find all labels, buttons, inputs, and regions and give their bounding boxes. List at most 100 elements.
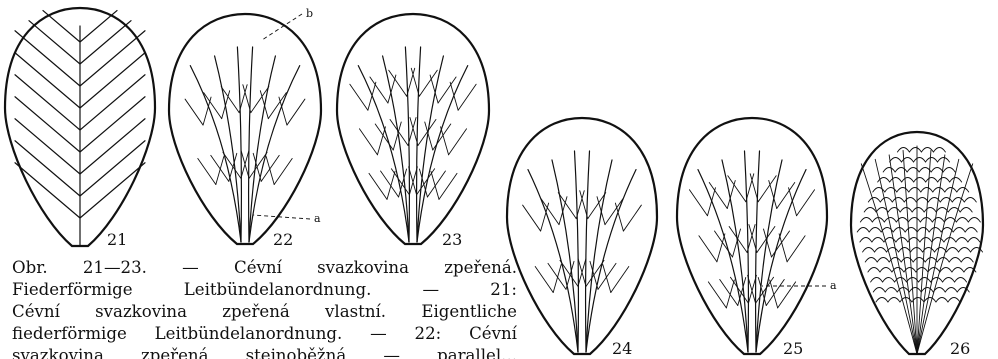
areole-vein (868, 198, 880, 203)
areole-vein (888, 298, 900, 303)
figure-caption: Obr. 21—23. — Cévní svazkovina zpeřená. … (12, 257, 517, 359)
branch-vein (261, 155, 279, 181)
branch-vein (438, 77, 456, 103)
areole-vein (955, 278, 967, 283)
lateral-vein (80, 53, 145, 108)
figure-number: 21 (107, 230, 127, 249)
lateral-vein (80, 119, 145, 174)
branch-vein (611, 267, 629, 293)
branch-vein (439, 173, 457, 199)
lateral-vein (80, 163, 145, 218)
areole-vein (890, 158, 902, 163)
primary-vein (889, 155, 917, 354)
areole-vein (924, 298, 936, 303)
branch-vein (603, 265, 611, 293)
areole-vein (925, 258, 937, 263)
lateral-vein (80, 31, 145, 86)
areole-vein (864, 208, 876, 213)
lateral-vein (15, 31, 80, 86)
primary-vein (917, 155, 945, 354)
areole-vein (895, 168, 907, 173)
areole-vein (872, 238, 884, 243)
areole-vein (926, 158, 938, 163)
areole-vein (905, 228, 917, 233)
branch-vein (198, 159, 216, 185)
figure-number: 26 (950, 339, 970, 357)
areole-vein (892, 198, 904, 203)
areole-vein (921, 288, 933, 293)
areole-vein (953, 228, 965, 233)
areole-vein (968, 238, 980, 243)
areole-vein (916, 198, 928, 203)
areole-vein (863, 248, 875, 253)
areole-vein (876, 298, 888, 303)
areole-vein (909, 288, 921, 293)
areole-vein (952, 268, 964, 273)
lateral-vein (80, 97, 145, 152)
areole-vein (873, 288, 885, 293)
branch-vein (560, 260, 578, 286)
areole-vein (950, 178, 962, 183)
lateral-vein (29, 21, 80, 64)
branch-vein (274, 159, 292, 185)
areole-vein (949, 258, 961, 263)
areole-vein (919, 278, 931, 283)
areole-vein (940, 198, 952, 203)
areole-vein (883, 278, 895, 283)
areole-vein (920, 238, 932, 243)
petal-diagram (169, 14, 321, 244)
branch-vein (369, 173, 387, 199)
areole-vein (931, 168, 943, 173)
branch-vein (185, 99, 203, 125)
areole-vein (897, 188, 909, 193)
branch-vein (797, 190, 815, 216)
areole-vein (914, 158, 926, 163)
branch-vein (779, 234, 787, 262)
areole-vein (860, 238, 872, 243)
lateral-vein (80, 141, 145, 196)
areole-vein (932, 238, 944, 243)
figure-number: 25 (783, 339, 803, 357)
petal-outline (169, 14, 321, 244)
caption-line: Fiederförmige Leitbündelanordnung. — 21: (12, 279, 517, 301)
lateral-vein (15, 119, 80, 174)
branch-vein (787, 236, 805, 262)
areole-vein (893, 228, 905, 233)
areole-vein (968, 218, 980, 223)
areole-vein (900, 208, 912, 213)
areole-vein (945, 288, 957, 293)
areole-vein (909, 148, 921, 153)
branch-vein (770, 280, 778, 308)
petal-diagram (337, 14, 489, 244)
areole-vein (860, 218, 872, 223)
branch-vein (441, 127, 449, 155)
areole-vein (914, 178, 926, 183)
areole-vein (857, 228, 869, 233)
branch-vein (553, 265, 561, 293)
areole-vein (948, 298, 960, 303)
label-leader (253, 215, 310, 219)
part-label: b (306, 7, 313, 20)
areole-vein (957, 188, 969, 193)
areole-vein (945, 188, 957, 193)
areole-vein (936, 298, 948, 303)
areole-vein (901, 258, 913, 263)
areole-vein (885, 288, 897, 293)
branch-vein (431, 171, 439, 199)
lateral-vein (15, 97, 80, 152)
branch-vein (266, 157, 274, 185)
branch-vein (586, 260, 604, 286)
areole-vein (899, 248, 911, 253)
areole-vein (936, 208, 948, 213)
branch-vein (709, 183, 727, 209)
areole-vein (868, 268, 880, 273)
areole-vein (880, 268, 892, 273)
branch-vein (450, 82, 458, 110)
petal-diagram (507, 118, 657, 354)
branch-vein (377, 127, 385, 155)
branch-vein (407, 68, 415, 96)
areole-vein (912, 208, 924, 213)
areole-vein (909, 188, 921, 193)
lateral-vein (15, 163, 80, 218)
branch-vein (370, 77, 388, 103)
